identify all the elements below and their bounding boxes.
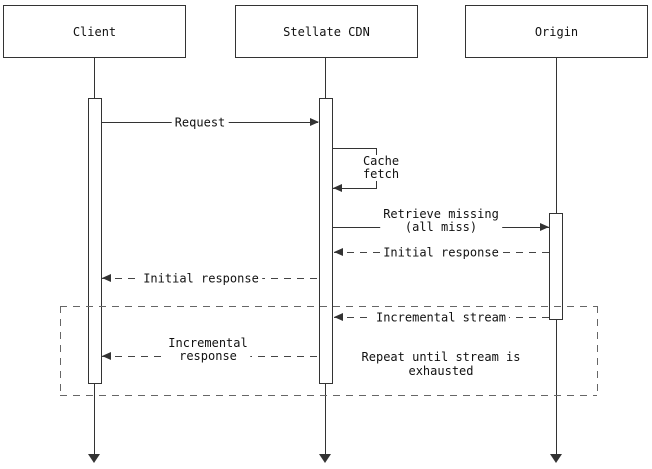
arrowhead-incremental-response-icon <box>102 352 111 360</box>
message-label-request: Request <box>171 116 229 130</box>
selfloop-cache-fetch-bottom <box>333 188 376 189</box>
lifeline-client-lower <box>94 384 95 454</box>
arrowhead-request-icon <box>310 118 319 126</box>
actor-box-client: Client <box>3 5 186 58</box>
lifeline-client-upper <box>94 58 95 98</box>
arrowhead-initial-response-to-client-icon <box>102 274 111 282</box>
lifeline-end-arrow-client-icon <box>88 454 100 463</box>
actor-box-origin: Origin <box>465 5 648 58</box>
loop-frame-top <box>60 306 597 307</box>
message-label-incremental-stream: Incremental stream <box>372 311 510 325</box>
lifeline-end-arrow-stellate-icon <box>319 454 331 463</box>
message-label-initial-response-to-client: Initial response <box>140 272 262 286</box>
message-label-cache-fetch: Cache fetch <box>359 155 403 181</box>
lifeline-origin-lower <box>556 320 557 454</box>
loop-note: Repeat until stream is exhausted <box>361 350 521 378</box>
arrowhead-retrieve-missing-icon <box>540 223 549 231</box>
arrowhead-cache-fetch-icon <box>333 184 342 192</box>
arrowhead-initial-response-to-cdn-icon <box>334 248 343 256</box>
loop-frame-left <box>60 306 61 395</box>
activation-client <box>88 98 102 384</box>
lifeline-stellate-lower <box>325 384 326 454</box>
message-label-incremental-response: Incremental response <box>165 337 251 363</box>
loop-frame-bottom <box>60 395 597 396</box>
message-label-initial-response-to-cdn: Initial response <box>380 246 502 260</box>
actor-label-origin: Origin <box>534 24 579 39</box>
actor-label-stellate-cdn: Stellate CDN <box>283 24 370 39</box>
lifeline-stellate-upper <box>325 58 326 98</box>
lifeline-origin-upper <box>556 58 557 213</box>
loop-frame-right <box>597 306 598 395</box>
activation-stellate <box>319 98 333 384</box>
actor-box-stellate-cdn: Stellate CDN <box>235 5 418 58</box>
arrowhead-incremental-stream-icon <box>334 313 343 321</box>
message-label-retrieve-missing: Retrieve missing (all miss) <box>380 208 502 234</box>
activation-origin <box>549 213 563 320</box>
lifeline-end-arrow-origin-icon <box>550 454 562 463</box>
selfloop-cache-fetch-top <box>333 148 376 149</box>
actor-label-client: Client <box>72 24 117 39</box>
